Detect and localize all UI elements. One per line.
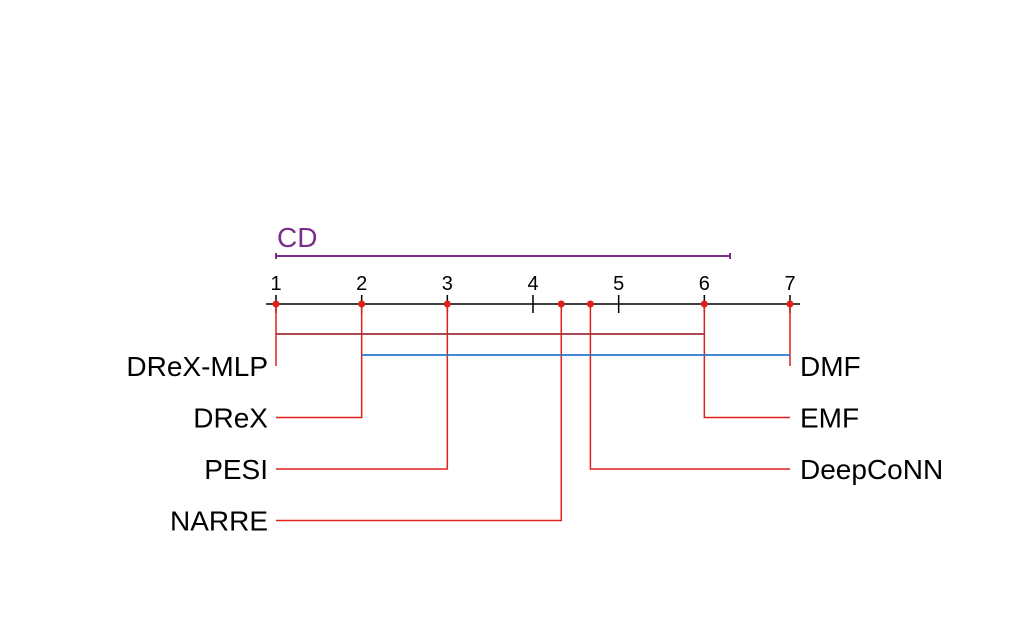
tick-label: 6 bbox=[699, 273, 710, 295]
rank-marker bbox=[272, 300, 280, 308]
rank-marker bbox=[358, 300, 366, 308]
method-label: DReX bbox=[193, 403, 268, 434]
method-line bbox=[276, 304, 449, 470]
tick-label: 4 bbox=[527, 273, 538, 295]
method-label: NARRE bbox=[170, 506, 268, 537]
method-label: PESI bbox=[204, 454, 268, 485]
method-line bbox=[703, 304, 790, 419]
method-line bbox=[276, 304, 563, 522]
rank-marker bbox=[557, 300, 565, 308]
method-label: DReX-MLP bbox=[126, 351, 268, 382]
rank-marker bbox=[586, 300, 594, 308]
method-line bbox=[276, 304, 363, 419]
rank-marker bbox=[443, 300, 451, 308]
tick-label: 7 bbox=[784, 273, 795, 295]
method-label: DeepCoNN bbox=[800, 454, 943, 485]
tick-label: 5 bbox=[613, 273, 624, 295]
cd-label: CD bbox=[277, 222, 317, 253]
tick-label: 3 bbox=[442, 273, 453, 295]
method-label: EMF bbox=[800, 403, 859, 434]
rank-marker bbox=[786, 300, 794, 308]
tick-label: 1 bbox=[270, 273, 281, 295]
tick-label: 2 bbox=[356, 273, 367, 295]
rank-marker bbox=[700, 300, 708, 308]
method-label: DMF bbox=[800, 351, 861, 382]
method-line bbox=[589, 304, 790, 470]
